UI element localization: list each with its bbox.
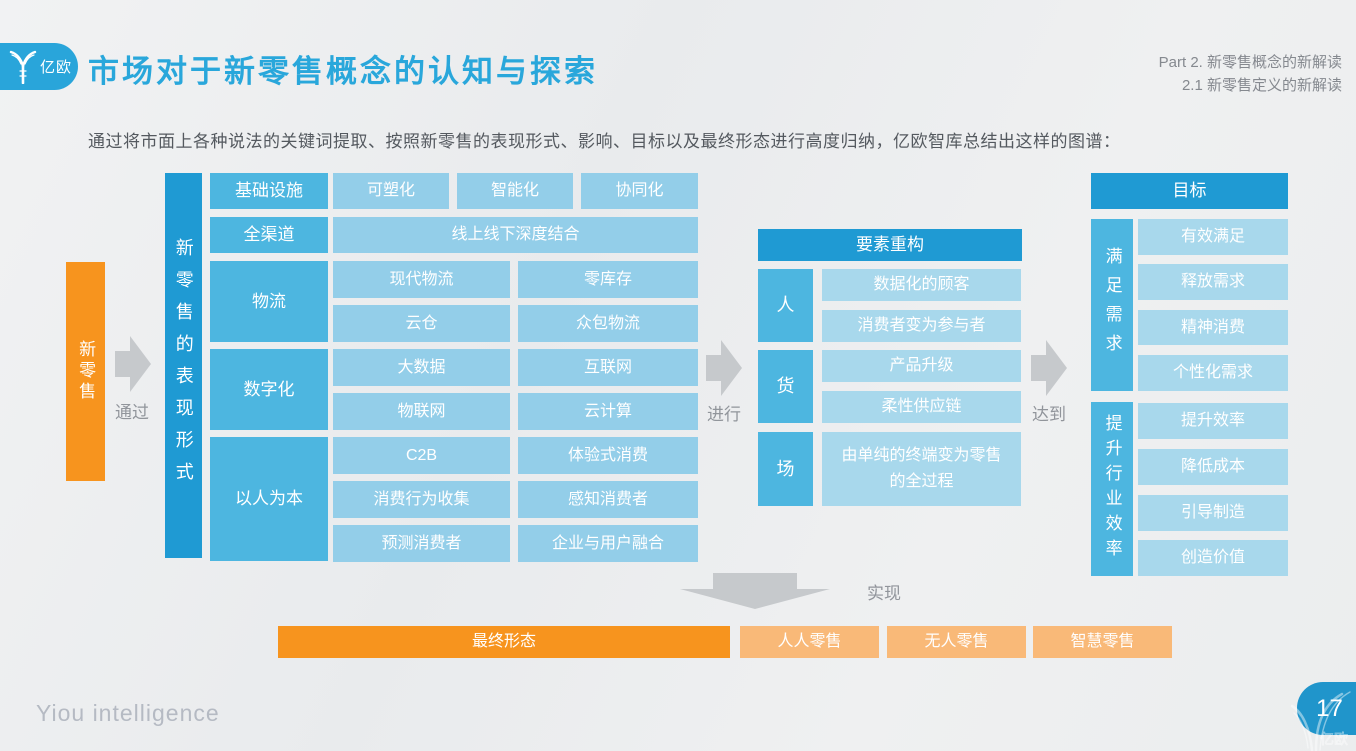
- keyword-box: 消费行为收集: [333, 481, 510, 518]
- final-form-item: 人人零售: [740, 626, 879, 658]
- keyword-box: 现代物流: [333, 261, 510, 298]
- expression-form-bar: 新零售的表现形式: [165, 173, 202, 558]
- keyword-box: 智能化: [457, 173, 573, 209]
- category-logistics: 物流: [210, 261, 328, 342]
- logo-text: 亿欧: [40, 59, 73, 76]
- goal-item: 有效满足: [1138, 219, 1288, 255]
- keyword-box: 企业与用户融合: [518, 525, 698, 562]
- factor-item: 消费者变为参与者: [822, 310, 1021, 342]
- category-people-oriented: 以人为本: [210, 437, 328, 561]
- keyword-box: 互联网: [518, 349, 698, 386]
- category-infrastructure: 基础设施: [210, 173, 328, 209]
- part-line-2: 2.1 新零售定义的新解读: [1181, 77, 1342, 94]
- flow-label-do: 进行: [707, 405, 741, 424]
- goal-item: 个性化需求: [1138, 355, 1288, 391]
- source-box-new-retail: 新零售: [66, 262, 105, 481]
- goal-item: 创造价值: [1138, 540, 1288, 576]
- yiou-logo-icon: [9, 50, 37, 84]
- arrow-right-icon: [115, 336, 151, 392]
- part-line-1: Part 2. 新零售概念的新解读: [1158, 54, 1342, 71]
- arrow-down-icon: [680, 573, 830, 609]
- keyword-box: 零库存: [518, 261, 698, 298]
- keyword-box: 云计算: [518, 393, 698, 430]
- reconstruction-header: 要素重构: [758, 229, 1022, 261]
- category-omnichannel: 全渠道: [210, 217, 328, 253]
- yiou-watermark-icon: 亿欧: [1290, 691, 1351, 751]
- goal-group-raise-efficiency: 提升行业效率: [1091, 402, 1133, 576]
- keyword-box: 可塑化: [333, 173, 449, 209]
- final-form-item: 无人零售: [887, 626, 1026, 658]
- goal-item: 精神消费: [1138, 310, 1288, 345]
- watermark-text: 亿欧: [1320, 731, 1348, 747]
- keyword-box: 感知消费者: [518, 481, 698, 518]
- factor-item: 产品升级: [822, 350, 1021, 382]
- goal-item: 降低成本: [1138, 449, 1288, 485]
- keyword-box: 物联网: [333, 393, 510, 430]
- section-breadcrumb: Part 2. 新零售概念的新解读 2.1 新零售定义的新解读: [1159, 51, 1342, 97]
- factor-item: 柔性供应链: [822, 391, 1021, 423]
- keyword-box: 线上线下深度结合: [333, 217, 698, 253]
- flow-label-reach: 达到: [1032, 405, 1066, 424]
- factor-item: 由单纯的终端变为零售的全过程: [822, 432, 1021, 506]
- arrow-right-icon: [706, 340, 742, 396]
- arrow-right-icon: [1031, 340, 1067, 396]
- keyword-box: 云仓: [333, 305, 510, 342]
- page-number-badge: 17: [1297, 682, 1356, 735]
- factor-item: 数据化的顾客: [822, 269, 1021, 301]
- keyword-box: C2B: [333, 437, 510, 474]
- brand-text: Yiou intelligence: [36, 700, 220, 726]
- keyword-box: 大数据: [333, 349, 510, 386]
- final-form-header: 最终形态: [278, 626, 730, 658]
- page-title: 市场对于新零售概念的认知与探索: [88, 54, 598, 89]
- flow-label-achieve: 实现: [867, 584, 901, 603]
- keyword-box: 协同化: [581, 173, 698, 209]
- goals-header: 目标: [1091, 173, 1288, 209]
- goal-item: 释放需求: [1138, 264, 1288, 300]
- final-form-item: 智慧零售: [1033, 626, 1172, 658]
- goal-group-satisfy-demand: 满足需求: [1091, 219, 1133, 391]
- factor-people: 人: [758, 269, 813, 342]
- flow-label-via: 通过: [115, 403, 149, 422]
- page-number: 17: [1316, 694, 1343, 722]
- goal-item: 引导制造: [1138, 495, 1288, 531]
- yiou-logo: 亿欧: [0, 43, 78, 90]
- goal-item: 提升效率: [1138, 403, 1288, 439]
- factor-place: 场: [758, 432, 813, 506]
- category-digitalization: 数字化: [210, 349, 328, 430]
- keyword-box: 预测消费者: [333, 525, 510, 562]
- keyword-box: 众包物流: [518, 305, 698, 342]
- intro-text: 通过将市面上各种说法的关键词提取、按照新零售的表现形式、影响、目标以及最终形态进…: [88, 132, 1121, 151]
- factor-goods: 货: [758, 350, 813, 423]
- keyword-box: 体验式消费: [518, 437, 698, 474]
